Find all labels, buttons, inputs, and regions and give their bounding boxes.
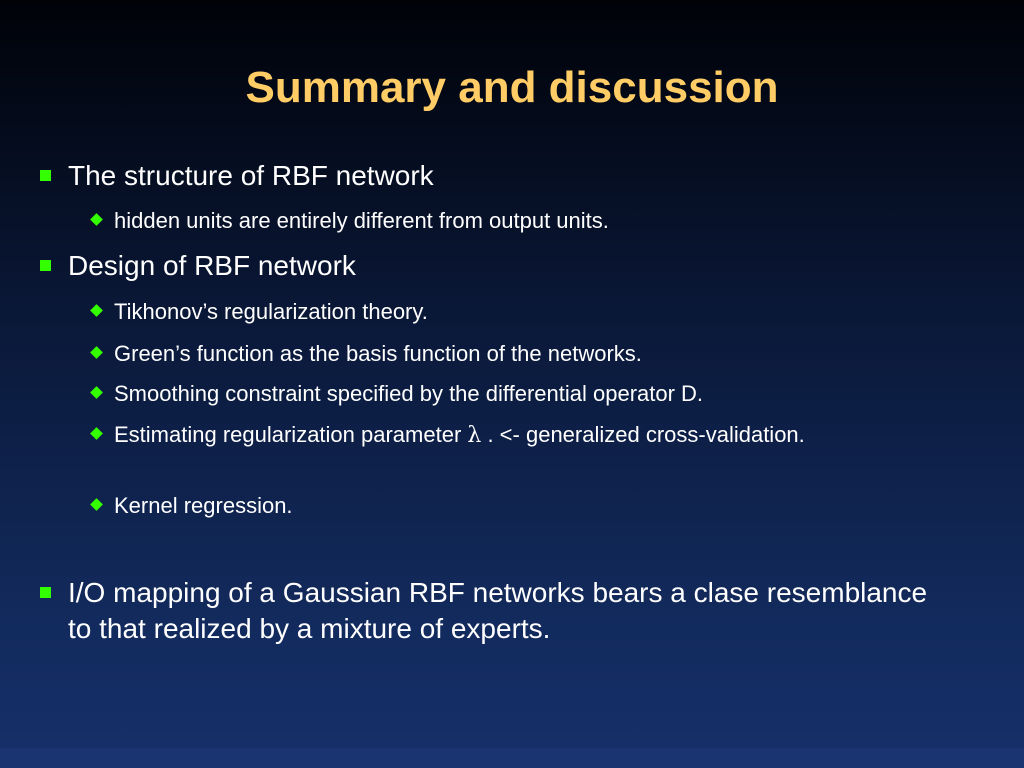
sub-bullet-text-part: Estimating regularization parameter (114, 422, 468, 447)
sub-bullet-text-part: . <- generalized cross-validation. (481, 422, 805, 447)
square-bullet-icon (40, 170, 51, 181)
sub-bullet-item: Smoothing constraint specified by the di… (90, 379, 892, 408)
diamond-bullet-icon (90, 304, 103, 317)
sub-bullet-item: Tikhonov’s regularization theory. (90, 297, 892, 326)
diamond-bullet-icon (90, 386, 103, 399)
sub-bullet-item: Estimating regularization parameter λ . … (90, 420, 882, 450)
bullet-text: The structure of RBF network (68, 160, 434, 191)
sub-bullet-text: Smoothing constraint specified by the di… (114, 381, 704, 406)
bullet-item: The structure of RBF network (40, 158, 970, 194)
sub-bullet-text: hidden units are entirely different from… (114, 208, 609, 233)
sub-bullet-item: Kernel regression. (90, 491, 892, 520)
sub-bullet-text: Green’s function as the basis function o… (114, 341, 642, 366)
bullet-item: I/O mapping of a Gaussian RBF networks b… (40, 575, 940, 647)
diamond-bullet-icon (90, 427, 103, 440)
slide-title: Summary and discussion (245, 63, 779, 112)
bullet-text: I/O mapping of a Gaussian RBF networks b… (68, 577, 928, 644)
sub-bullet-item: hidden units are entirely different from… (90, 206, 892, 235)
square-bullet-icon (40, 587, 51, 598)
sub-bullet-item: Green’s function as the basis function o… (90, 339, 892, 368)
bullet-text: Design of RBF network (68, 250, 356, 281)
diamond-bullet-icon (90, 498, 103, 511)
diamond-bullet-icon (90, 346, 103, 359)
footer-band (0, 748, 1024, 768)
lambda-symbol: λ (467, 423, 482, 448)
sub-bullet-text: Kernel regression. (114, 493, 293, 518)
sub-bullet-text: Tikhonov’s regularization theory. (114, 299, 428, 324)
square-bullet-icon (40, 260, 51, 271)
sub-bullet-text: Estimating regularization parameter λ . … (114, 420, 882, 450)
bullet-item: Design of RBF network (40, 248, 970, 284)
diamond-bullet-icon (90, 213, 103, 226)
